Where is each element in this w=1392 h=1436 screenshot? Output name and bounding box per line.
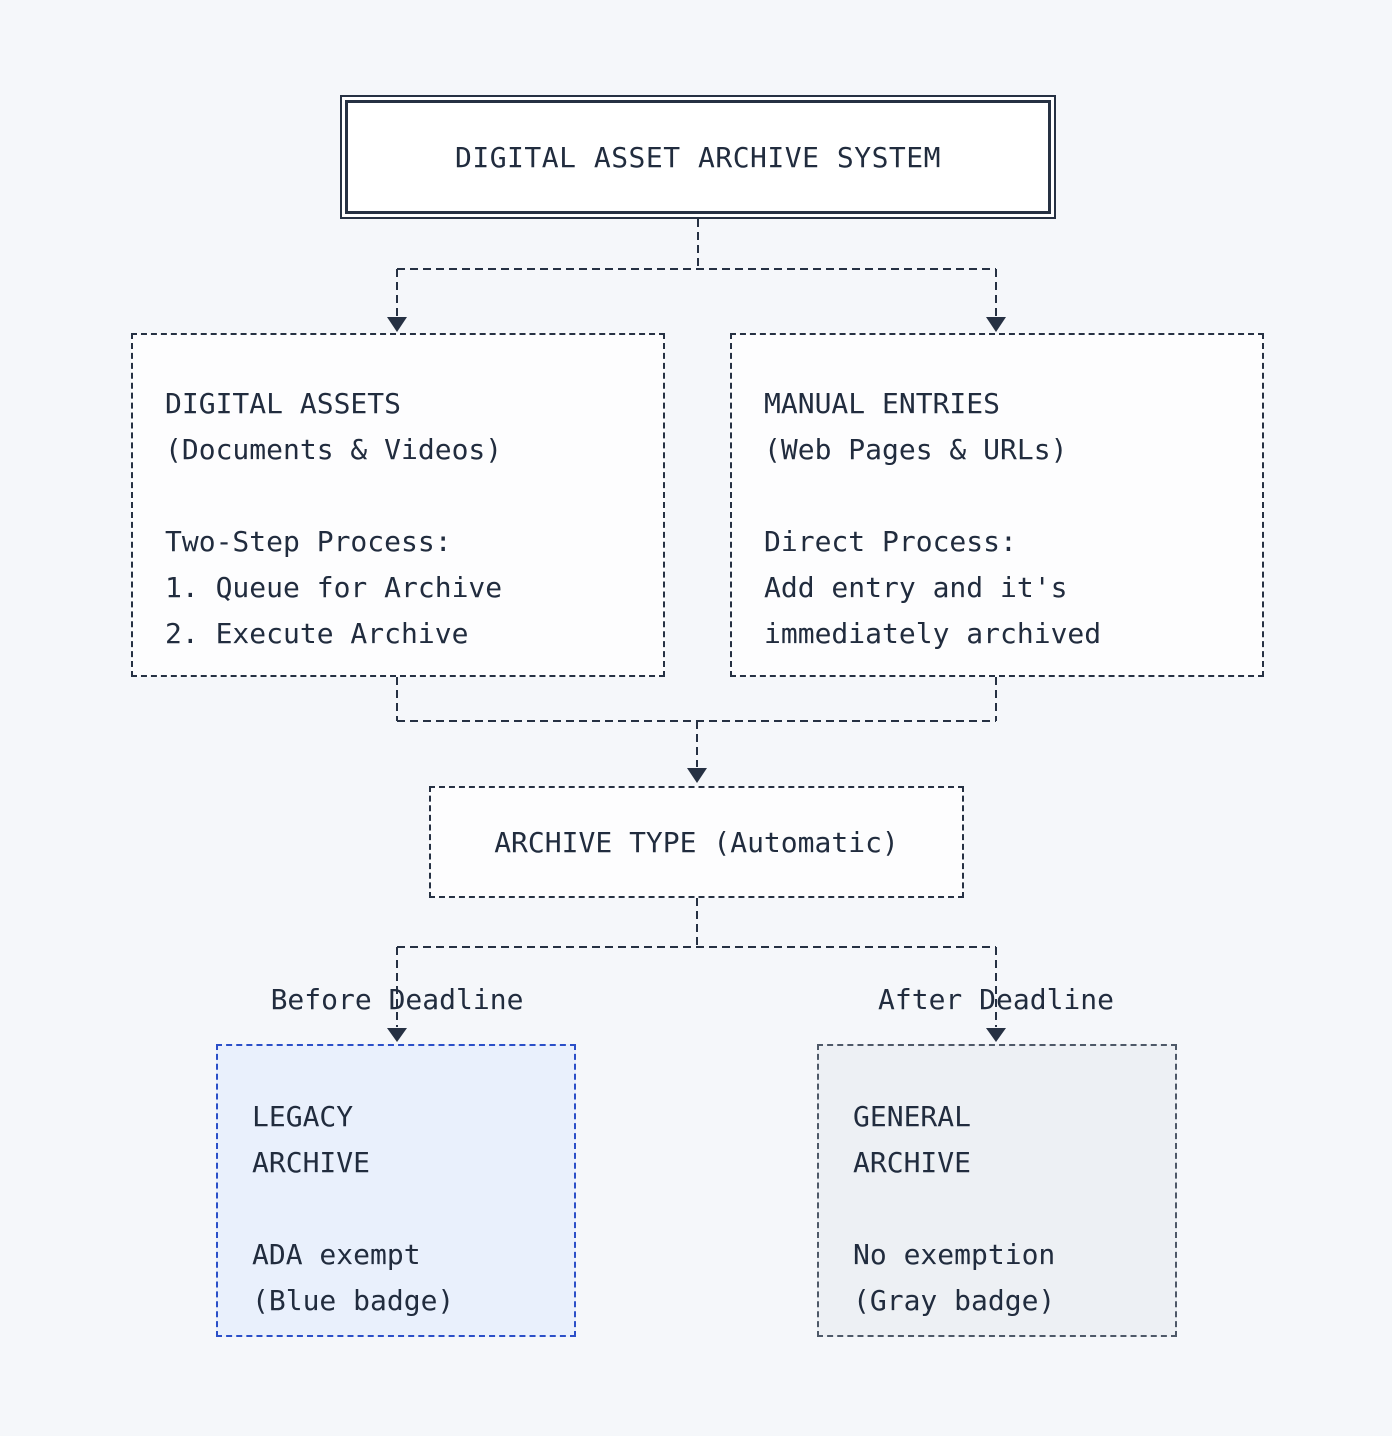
manual-entries-title: MANUAL ENTRIES: [764, 387, 1001, 420]
root-title: DIGITAL ASSET ARCHIVE SYSTEM: [454, 140, 941, 174]
legacy-title-line-2: ARCHIVE: [252, 1146, 371, 1179]
branch-label-before-deadline: Before Deadline: [270, 983, 524, 1016]
digital-assets-step-1: 1. Queue for Archive: [165, 571, 503, 604]
node-digital-assets: DIGITAL ASSETS (Documents & Videos) Two-…: [131, 333, 665, 677]
manual-entries-process-line-2: immediately archived: [764, 617, 1102, 650]
digital-assets-process-heading: Two-Step Process:: [165, 525, 452, 558]
general-detail-line-1: No exemption: [853, 1238, 1056, 1271]
manual-entries-process-heading: Direct Process:: [764, 525, 1017, 558]
manual-entries-subtitle: (Web Pages & URLs): [764, 433, 1068, 466]
general-title-line-1: GENERAL: [853, 1100, 972, 1133]
node-root: DIGITAL ASSET ARCHIVE SYSTEM: [340, 95, 1056, 219]
general-title-line-2: ARCHIVE: [853, 1146, 972, 1179]
archive-type-label: ARCHIVE TYPE (Automatic): [494, 825, 899, 859]
general-detail-line-2: (Gray badge): [853, 1284, 1056, 1317]
manual-entries-process-line-1: Add entry and it's: [764, 571, 1068, 604]
node-legacy-archive: LEGACY ARCHIVE ADA exempt (Blue badge): [216, 1044, 576, 1337]
arrowhead-general: [986, 1028, 1006, 1042]
node-root-frame: DIGITAL ASSET ARCHIVE SYSTEM: [345, 100, 1051, 214]
legacy-title-line-1: LEGACY: [252, 1100, 354, 1133]
arrowhead-legacy: [387, 1028, 407, 1042]
digital-assets-subtitle: (Documents & Videos): [165, 433, 503, 466]
spacer: [764, 473, 1230, 519]
node-general-archive: GENERAL ARCHIVE No exemption (Gray badge…: [817, 1044, 1177, 1337]
digital-assets-title: DIGITAL ASSETS: [165, 387, 402, 420]
node-archive-type: ARCHIVE TYPE (Automatic): [429, 786, 964, 898]
spacer: [853, 1186, 1141, 1232]
arrowhead-digital-assets: [387, 317, 407, 332]
legacy-detail-line-2: (Blue badge): [252, 1284, 455, 1317]
arrowhead-manual-entries: [986, 317, 1006, 332]
branch-label-after-deadline: After Deadline: [877, 983, 1115, 1016]
spacer: [165, 473, 631, 519]
node-manual-entries: MANUAL ENTRIES (Web Pages & URLs) Direct…: [730, 333, 1264, 677]
spacer: [252, 1186, 540, 1232]
digital-assets-step-2: 2. Execute Archive: [165, 617, 469, 650]
arrowhead-archive-type: [687, 768, 707, 783]
legacy-detail-line-1: ADA exempt: [252, 1238, 421, 1271]
